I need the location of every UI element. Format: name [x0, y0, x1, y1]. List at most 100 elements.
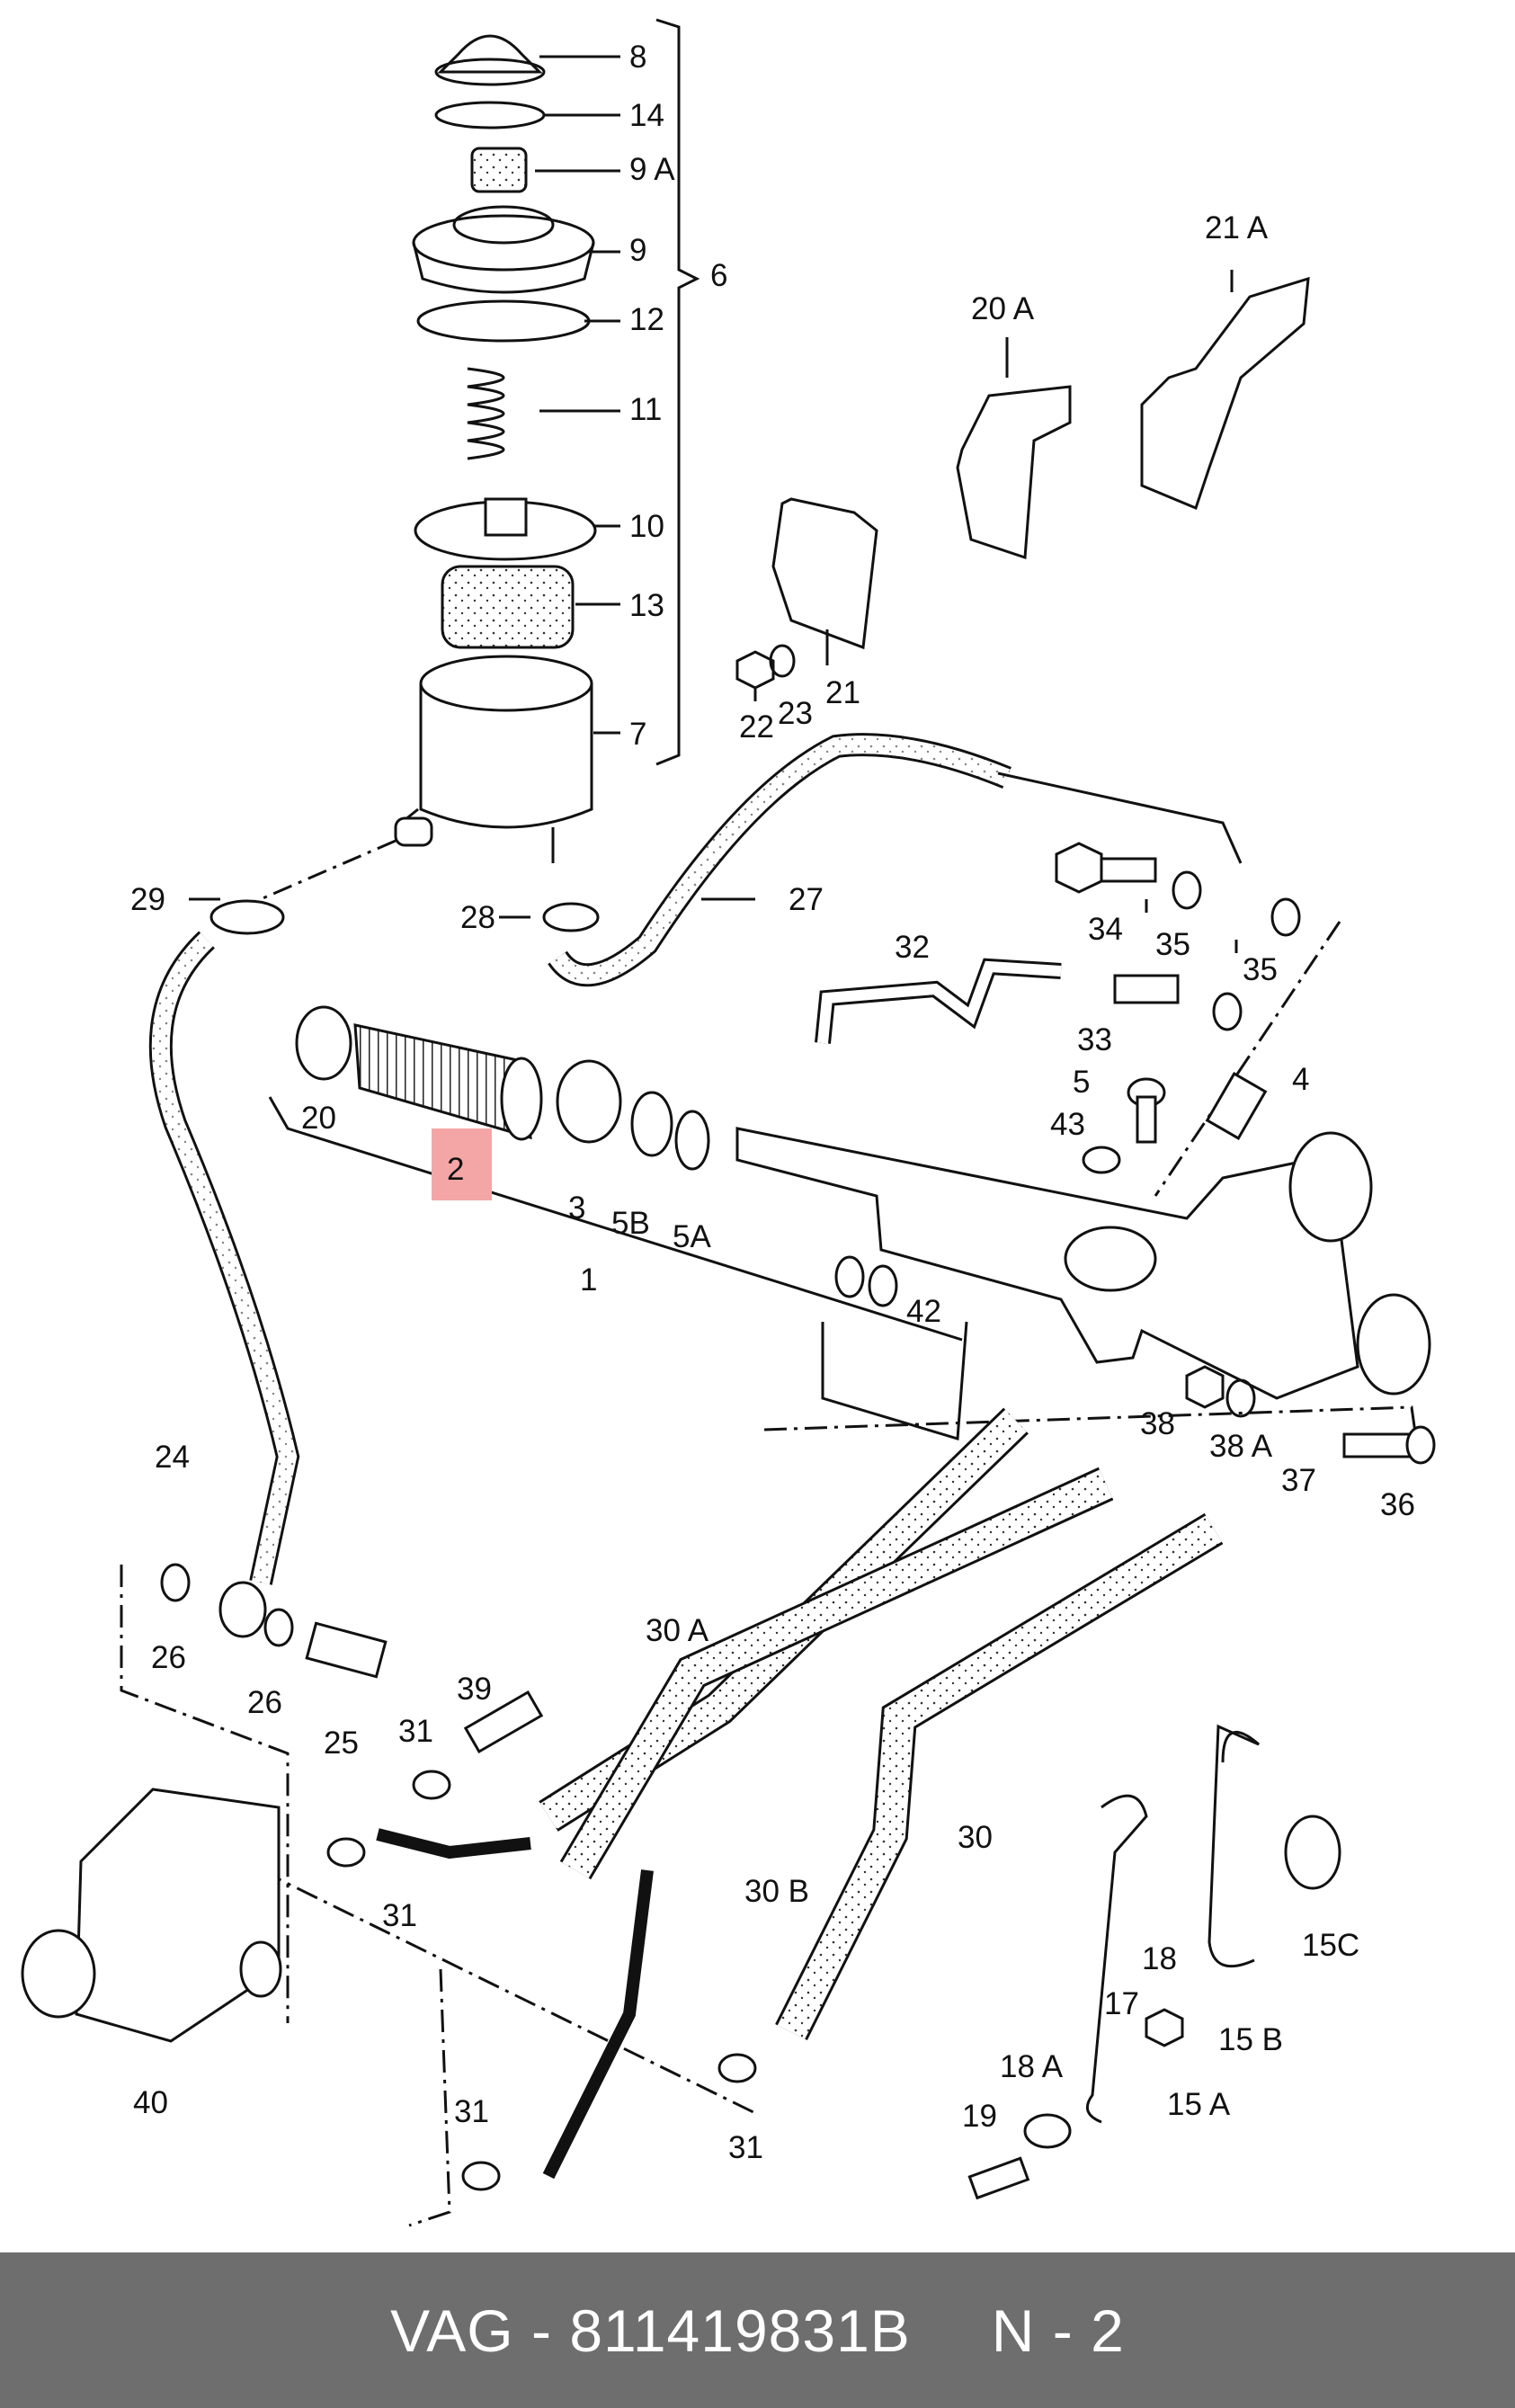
steering-rack — [735, 1127, 1431, 1400]
label-8: 8 — [629, 40, 646, 75]
label-7: 7 — [629, 717, 646, 752]
union-33 — [1113, 974, 1180, 1004]
label-11: 11 — [629, 392, 662, 427]
ring-42a — [834, 1255, 865, 1298]
seal-31b — [326, 1837, 366, 1868]
label-38a: 38 A — [1209, 1429, 1273, 1464]
banjo-bolt-39 — [463, 1690, 544, 1754]
bracket-21 — [771, 497, 878, 650]
label-21a: 21 A — [1205, 210, 1269, 245]
label-3: 3 — [568, 1191, 585, 1226]
strainer-10 — [414, 497, 597, 561]
ring-5b — [630, 1091, 673, 1157]
label-15c: 15C — [1302, 1928, 1359, 1963]
label-5b: 5B — [611, 1206, 650, 1241]
banjo-eye-24 — [218, 1581, 267, 1638]
seal-31d — [461, 2161, 501, 2191]
spring — [467, 367, 505, 460]
label-39: 39 — [457, 1672, 492, 1707]
label-15a: 15 A — [1167, 2087, 1231, 2122]
label-23: 23 — [778, 696, 813, 731]
washer-35b — [1270, 897, 1301, 937]
nut-22 — [735, 650, 775, 690]
wire-clip-15b — [1208, 1724, 1260, 1968]
label-30a: 30 A — [646, 1613, 709, 1648]
label-31a: 31 — [398, 1714, 433, 1749]
label-12: 12 — [629, 302, 664, 337]
group-bracket-6 — [655, 18, 700, 766]
parts-diagram: 8 14 9 A 9 12 11 10 13 7 6 21 A 20 A 21 … — [21, 18, 1436, 2227]
label-18: 18 — [1142, 1941, 1177, 1976]
label-29: 29 — [130, 882, 165, 917]
clamp-29 — [209, 899, 285, 935]
label-22: 22 — [739, 709, 774, 745]
label-36: 36 — [1380, 1487, 1415, 1522]
highlight-box — [432, 1128, 492, 1200]
label-5: 5 — [1073, 1065, 1090, 1100]
label-24: 24 — [155, 1440, 190, 1475]
position-label: N - 2 — [991, 2297, 1125, 2364]
label-9: 9 — [629, 233, 646, 268]
washer-35c — [1212, 992, 1243, 1031]
label-28: 28 — [460, 900, 495, 935]
reservoir-housing — [394, 655, 593, 863]
hose-30 — [777, 1515, 1222, 2039]
reservoir-cap — [434, 34, 546, 86]
label-42: 42 — [906, 1294, 941, 1329]
bolt-36 — [1342, 1425, 1436, 1465]
label-30: 30 — [958, 1820, 993, 1855]
banjo-34 — [1055, 842, 1157, 894]
label-6: 6 — [710, 258, 727, 293]
nut-18 — [1145, 2008, 1184, 2047]
seal-31c — [717, 2053, 757, 2083]
banjo-bolt-25 — [305, 1621, 388, 1679]
label-40: 40 — [133, 2085, 168, 2120]
bracket-20a — [956, 385, 1072, 560]
label-38: 38 — [1140, 1406, 1175, 1441]
label-35a: 35 — [1155, 927, 1190, 962]
bolt-19 — [967, 2156, 1030, 2200]
label-27: 27 — [789, 882, 824, 917]
label-33: 33 — [1077, 1022, 1112, 1057]
brand-label: VAG — [390, 2297, 514, 2364]
label-31d: 31 — [728, 2130, 763, 2165]
washer-43 — [1082, 1146, 1121, 1174]
circlip-5a — [674, 1110, 710, 1171]
label-13: 13 — [629, 588, 664, 623]
clamp-28 — [542, 902, 600, 932]
label-2: 2 — [447, 1152, 464, 1187]
seal-ring-12 — [416, 299, 591, 343]
label-26b: 26 — [247, 1685, 282, 1720]
label-43: 43 — [1050, 1107, 1085, 1142]
seal-ring-14 — [434, 101, 546, 129]
washer-23 — [769, 644, 796, 678]
filter-13 — [441, 565, 575, 649]
label-30b: 30 B — [744, 1874, 809, 1909]
reservoir-lid — [412, 205, 595, 294]
pump-40 — [21, 1788, 282, 2043]
label-15b: 15 B — [1218, 2022, 1283, 2057]
label-20: 20 — [301, 1101, 336, 1136]
seal-26b — [263, 1608, 294, 1647]
label-17: 17 — [1104, 1986, 1139, 2021]
label-37: 37 — [1281, 1463, 1316, 1498]
hose-30a — [539, 1409, 1027, 1830]
clamp-3 — [556, 1059, 622, 1144]
seal-31a — [412, 1770, 451, 1800]
filter-9a — [470, 147, 528, 193]
hose-30b — [562, 1469, 1113, 1878]
callout-labels: 8 14 9 A 9 12 11 10 13 7 6 21 A 20 A 21 … — [130, 40, 1415, 2165]
boot-2 — [353, 1023, 543, 1141]
bracket-21a — [1140, 276, 1310, 511]
dash-label: - — [530, 2297, 552, 2364]
clamp-15c — [1284, 1815, 1341, 1890]
label-14: 14 — [629, 98, 664, 133]
label-5a: 5A — [673, 1219, 711, 1254]
washer-35a — [1172, 870, 1202, 910]
label-32: 32 — [895, 930, 930, 965]
ring-42b — [868, 1264, 898, 1307]
label-34: 34 — [1088, 912, 1123, 947]
bolt-5 — [1127, 1077, 1166, 1144]
ring-20 — [295, 1005, 352, 1081]
